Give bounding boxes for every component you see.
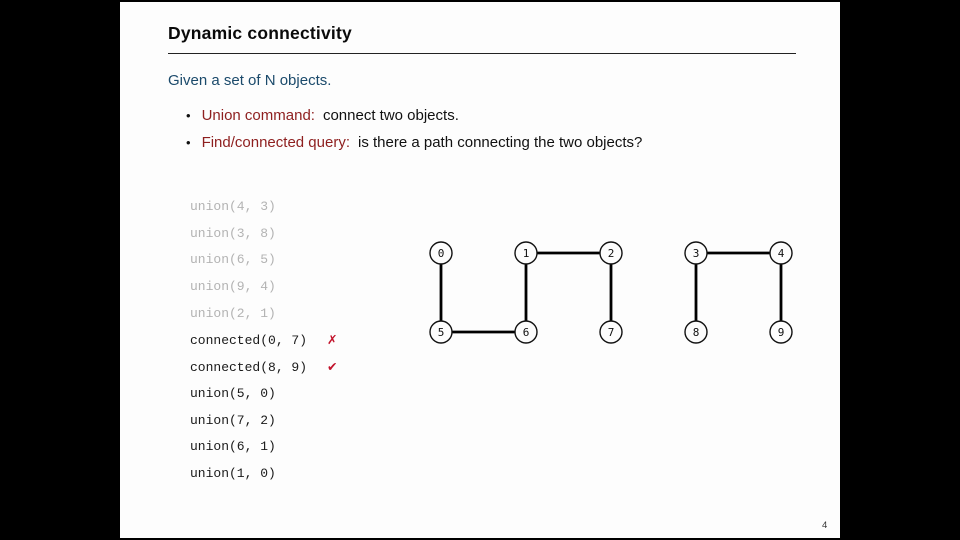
command-line: union(6, 5)	[190, 247, 338, 274]
graph-node-label: 2	[608, 247, 615, 260]
graph-node	[769, 320, 793, 344]
graph-node	[684, 241, 708, 265]
graph-node-label: 0	[438, 247, 445, 260]
graph-node	[429, 320, 453, 344]
command-line: union(5, 0)	[190, 381, 338, 408]
graph-node-label: 8	[693, 326, 700, 339]
command-line: union(4, 3)	[190, 194, 338, 221]
graph-node	[599, 241, 623, 265]
graph-node-label: 9	[778, 326, 785, 339]
bullet-label: Union command:	[201, 107, 315, 124]
intro-text: Given a set of N objects.	[168, 72, 332, 89]
command-text: connected(0, 7)	[190, 333, 308, 349]
graph-node-label: 5	[438, 326, 445, 339]
command-text: union(1, 0)	[190, 465, 276, 481]
graph-node-label: 3	[693, 247, 700, 260]
command-text: union(5, 0)	[190, 385, 276, 401]
command-line: union(9, 4)	[190, 274, 338, 301]
graph-node-label: 7	[608, 326, 615, 339]
command-line: union(6, 1)	[190, 434, 338, 461]
check-icon: ✔	[327, 359, 338, 375]
command-text: union(6, 1)	[190, 439, 276, 455]
command-text: union(2, 1)	[190, 305, 276, 321]
bullet-text: connect two objects.	[322, 107, 459, 124]
command-text: union(4, 3)	[190, 199, 276, 214]
page-title: Dynamic connectivity	[168, 23, 352, 43]
graph-node-label: 6	[523, 326, 530, 339]
command-text: union(9, 4)	[190, 279, 276, 295]
command-text: union(7, 2)	[190, 412, 276, 428]
graph-node	[599, 320, 623, 344]
bullet-item-union: • Union command: connect two objects.	[186, 102, 642, 129]
graph-node	[429, 241, 453, 265]
bullet-item-find: • Find/connected query: is there a path co…	[186, 129, 642, 156]
graph-node	[514, 320, 538, 344]
command-line: connected(8, 9) ✔	[190, 354, 338, 381]
connectivity-graph: 0 1 2 3 4 5 6 7 8 9	[420, 230, 812, 362]
command-list: union(4, 3) union(3, 8) union(6, 5) union(9…	[190, 194, 338, 488]
graph-node	[514, 241, 538, 265]
cross-icon: ✗	[327, 332, 338, 348]
command-line: union(2, 1)	[190, 301, 338, 328]
command-line: union(7, 2)	[190, 408, 338, 435]
command-text: union(3, 8)	[190, 225, 276, 241]
graph-node	[684, 320, 708, 344]
graph-svg: 0 1 2 3 4 5 6 7 8 9	[429, 241, 793, 344]
graph-node-label: 4	[778, 247, 785, 260]
command-text: connected(8, 9)	[190, 360, 308, 376]
bullet-icon: •	[186, 135, 191, 150]
graph-node	[769, 241, 793, 265]
page-number: 4	[822, 520, 828, 531]
command-line: union(3, 8)	[190, 221, 338, 248]
bullet-label: Find/connected query:	[201, 134, 350, 151]
graph-node-label: 1	[523, 247, 530, 260]
slide: Dynamic connectivity Given a set of N ob…	[120, 2, 840, 538]
bullet-text: is there a path connecting the two objec…	[358, 134, 643, 151]
command-line: connected(0, 7) ✗	[190, 327, 338, 354]
bullet-icon: •	[186, 108, 191, 123]
bullet-list: • Union command: connect two objects. • Fin…	[186, 102, 642, 156]
command-line: union(1, 0)	[190, 461, 338, 488]
command-text: union(6, 5)	[190, 252, 276, 268]
title-rule	[168, 53, 796, 54]
